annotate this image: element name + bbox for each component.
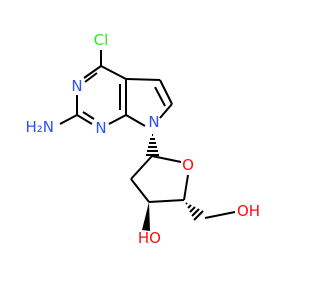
bond-c4prime-c5prime-hashed xyxy=(185,202,204,221)
atom-oh-5prime: OH xyxy=(237,202,260,220)
atom-oh-3prime: HO xyxy=(138,229,161,247)
bond-c6-n7 xyxy=(159,103,173,119)
bond-c4-n3 xyxy=(83,65,102,79)
bond-c1prime-o xyxy=(151,155,182,163)
bond-c5prime-oh xyxy=(204,211,236,219)
bond-c3prime-c2prime xyxy=(130,178,150,203)
bond-c5-c6-second xyxy=(154,86,166,107)
bonds xyxy=(59,50,236,231)
bond-c4-n3-second xyxy=(84,72,98,83)
bond-c4a-c5 xyxy=(125,78,161,81)
bond-c2-nh2 xyxy=(59,114,78,125)
bond-c4prime-c3prime xyxy=(148,199,185,203)
atom-o-ring: O xyxy=(182,156,194,174)
bond-c2-n1 xyxy=(76,114,93,125)
bond-n7-c7a xyxy=(125,114,146,127)
molecule-structure-diagram: Cl N N N H₂N O HO OH xyxy=(25,31,260,247)
bond-c2prime-c1prime xyxy=(130,155,153,180)
bond-c2-n1-second xyxy=(82,111,95,120)
atom-cl: Cl xyxy=(94,31,109,49)
atom-n7: N xyxy=(148,113,159,131)
atom-nh2: H₂N xyxy=(25,118,54,136)
bond-n1-c7a xyxy=(108,114,127,125)
bond-c4a-c4 xyxy=(100,65,127,80)
bond-o-c4prime xyxy=(183,174,189,201)
atom-n1: N xyxy=(95,119,106,137)
bond-c5-c6 xyxy=(159,79,173,105)
bond-n7-c1prime-hashed xyxy=(146,134,159,156)
atom-labels: Cl N N N H₂N O HO OH xyxy=(25,31,260,247)
atom-n3: N xyxy=(71,77,82,95)
bond-c3prime-oh-wedge xyxy=(142,202,150,231)
